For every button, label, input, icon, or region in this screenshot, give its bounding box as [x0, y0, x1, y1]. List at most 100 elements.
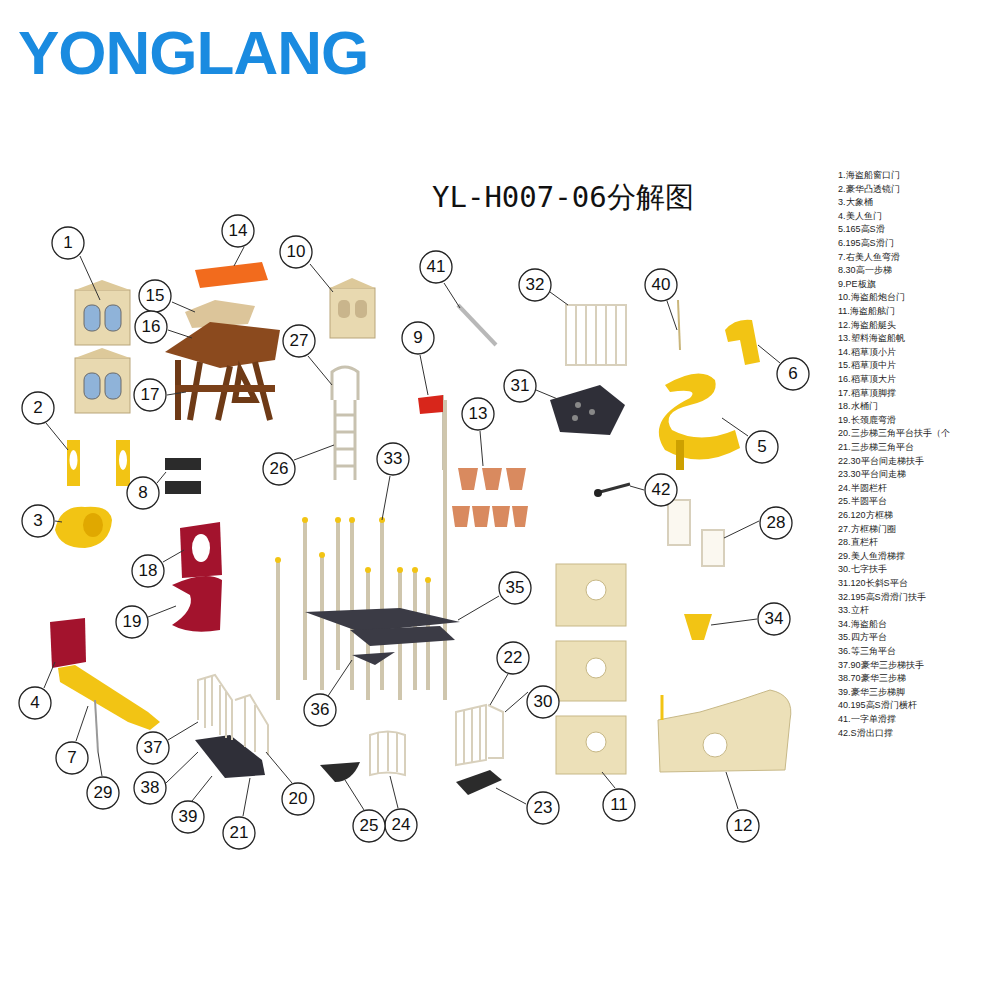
part-name: 13.塑料海盗船帆	[838, 332, 905, 344]
part-name: 12.海盗船艇头	[838, 319, 896, 331]
callout-number: 21	[222, 816, 256, 850]
callout-number: 28	[759, 506, 793, 540]
part-name: 6.195高S滑门	[838, 237, 894, 249]
part-name: 21.三步梯三角平台	[838, 441, 914, 453]
part-name: 27.方框梯门圈	[838, 523, 896, 535]
part-name: 37.90豪华三步梯扶手	[838, 659, 924, 671]
rod-part	[678, 300, 680, 350]
walkway-part	[456, 770, 502, 795]
callout-number: 8	[126, 476, 160, 510]
callout-number: 11	[602, 788, 636, 822]
part-name: 32.195高S滑滑门扶手	[838, 591, 926, 603]
callout-number: 30	[526, 685, 560, 719]
ship-side-part	[556, 564, 626, 774]
callout-number: 4	[18, 686, 52, 720]
part-name: 36.等三角平台	[838, 645, 896, 657]
part-name: 19.长颈鹿弯滑	[838, 414, 896, 426]
callout-number: 6	[776, 357, 810, 391]
part-name: 41.一字单滑撑	[838, 713, 896, 725]
sail-part	[452, 468, 528, 527]
part-name: 18.水桶门	[838, 400, 878, 412]
part-name: 42.S滑出口撑	[838, 727, 893, 739]
callout-number: 20	[281, 782, 315, 816]
rail-part	[668, 500, 724, 566]
ship-deck-part	[684, 614, 712, 640]
callout-number: 16	[134, 310, 168, 344]
step-part	[165, 458, 201, 494]
callout-number: 36	[303, 693, 337, 727]
callout-number: 42	[644, 473, 678, 507]
callout-number: 26	[262, 452, 296, 486]
part-name: 35.四方平台	[838, 631, 887, 643]
part-name: 31.120长斜S平台	[838, 577, 908, 589]
part-name: 3.大象桶	[838, 196, 873, 208]
callout-number: 39	[171, 800, 205, 834]
elephant-part	[55, 507, 112, 548]
part-name: 25.半圆平台	[838, 495, 887, 507]
part-name: 4.美人鱼门	[838, 210, 882, 222]
lens-door-part	[67, 440, 130, 486]
roof-part	[165, 262, 280, 420]
callout-number: 37	[136, 731, 170, 765]
mermaid-slide-part	[50, 618, 160, 752]
part-name: 9.PE板旗	[838, 278, 876, 290]
part-name: 8.30高一步梯	[838, 264, 892, 276]
callout-number: 25	[352, 809, 386, 843]
part-name: 5.165高S滑	[838, 223, 885, 235]
part-name: 15.稻草顶中片	[838, 359, 896, 371]
callout-number: 9	[401, 321, 435, 355]
post-frame-part	[275, 400, 460, 700]
spiral-slide-part	[659, 320, 760, 470]
callout-number: 40	[644, 268, 678, 302]
callout-number: 34	[757, 602, 791, 636]
ship-bow-part	[658, 690, 791, 772]
flag-part	[418, 395, 443, 470]
callout-number: 33	[376, 442, 410, 476]
half-round-platform-part	[320, 762, 360, 782]
callout-number: 17	[133, 378, 167, 412]
callout-number: 7	[55, 741, 89, 775]
half-round-rail-part	[370, 731, 405, 775]
part-name: 10.海盗船炮台门	[838, 291, 905, 303]
callout-number: 19	[115, 605, 149, 639]
brand-logo: YONGLANG	[18, 22, 368, 84]
part-name: 26.120方框梯	[838, 509, 893, 521]
callout-number: 10	[279, 235, 313, 269]
part-name: 22.30平台间走梯扶手	[838, 455, 924, 467]
callout-number: 38	[133, 771, 167, 805]
callout-number: 14	[221, 214, 255, 248]
part-name: 20.三步梯三角平台扶手（个	[838, 427, 950, 439]
window-door-part	[75, 280, 130, 413]
part-name: 11.海盗船舷门	[838, 305, 895, 317]
ladder-part	[332, 367, 358, 480]
callout-number: 2	[21, 391, 55, 425]
fence-part	[566, 305, 626, 365]
callout-number: 32	[518, 268, 552, 302]
bucket-door-part	[172, 522, 222, 632]
part-name: 24.半圆栏杆	[838, 482, 887, 494]
part-name: 16.稻草顶大片	[838, 373, 896, 385]
callout-circles	[19, 215, 809, 849]
diagram-title: YL-H007-06分解图	[432, 180, 694, 215]
rod-part	[458, 305, 496, 345]
callout-number: 13	[461, 397, 495, 431]
callout-number: 27	[282, 324, 316, 358]
callout-number: 5	[745, 430, 779, 464]
part-name: 7.右美人鱼弯滑	[838, 251, 900, 263]
part-name: 33.立杆	[838, 604, 869, 616]
part-name: 23.30平台间走梯	[838, 468, 906, 480]
cannon-door-part	[330, 278, 375, 338]
callout-number: 15	[138, 279, 172, 313]
handrail-part	[456, 705, 503, 765]
part-name: 34.海盗船台	[838, 618, 887, 630]
callout-number: 35	[498, 571, 532, 605]
part-name: 17.稻草顶脚撑	[838, 387, 896, 399]
callout-number: 29	[86, 776, 120, 810]
platform-part	[550, 385, 625, 435]
leader-lines	[44, 247, 780, 816]
callout-number: 12	[726, 809, 760, 843]
part-name: 2.豪华凸透镜门	[838, 183, 900, 195]
stair-part	[195, 675, 268, 778]
part-name: 40.195高S滑门横杆	[838, 699, 917, 711]
